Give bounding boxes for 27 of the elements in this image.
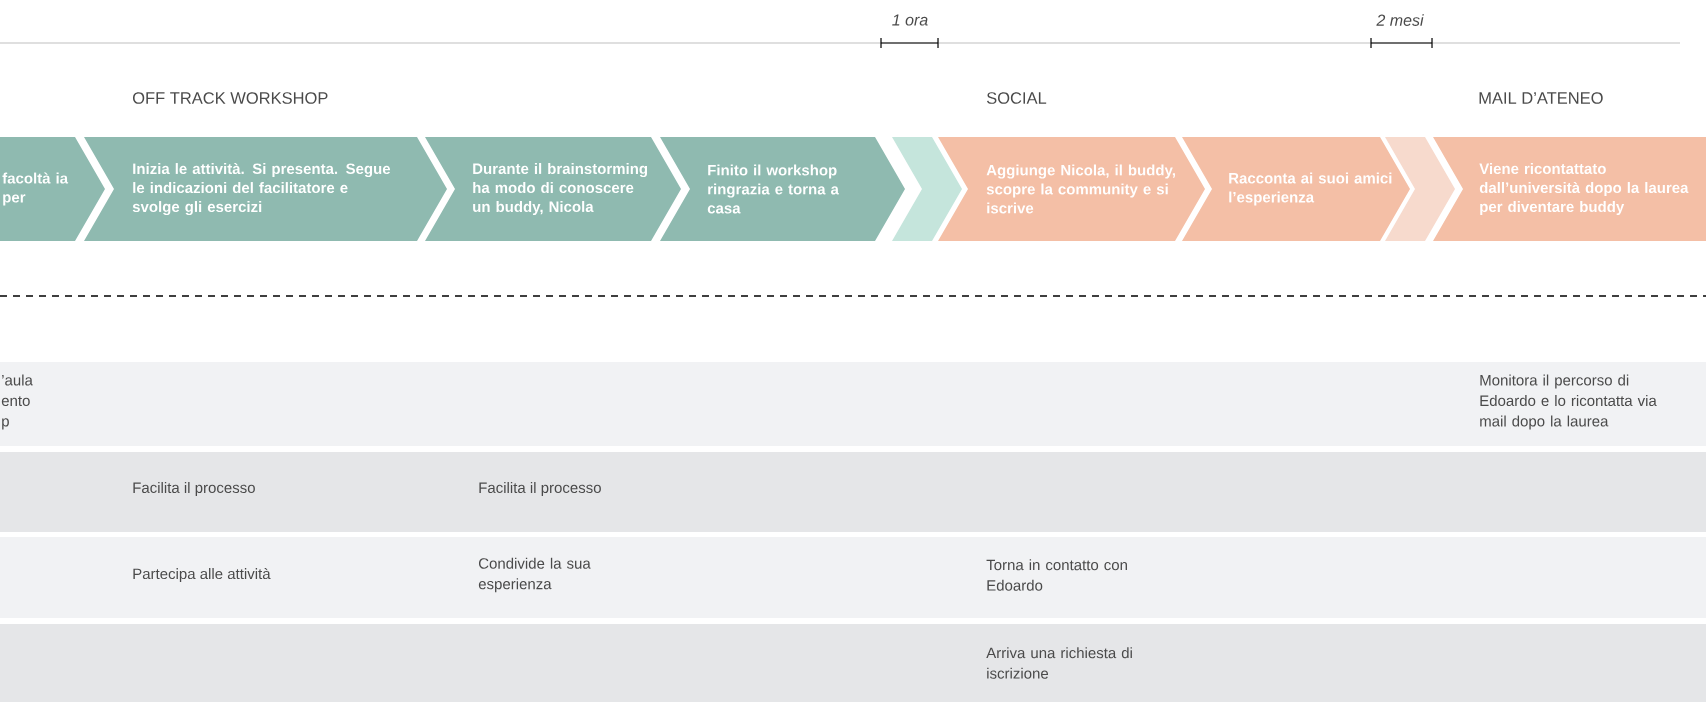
lane-text: Facilita il processo: [133, 482, 255, 496]
duration-label: 1 ora: [892, 14, 928, 26]
node-label: Durante il brainstorming ha modo di conoscere un buddy, Nicola: [473, 163, 648, 215]
chevron-step: Durante il brainstorming ha modo di conoscere un buddy, Nicola: [425, 137, 681, 241]
stage-heading: OFF TRACK WORKSHOP: [133, 92, 328, 104]
lane-text: ’aula ento p: [1, 374, 33, 430]
node-label: facoltà ia per: [2, 172, 69, 206]
chevron-step: Racconta ai suoi amici l’esperienza: [1182, 137, 1410, 241]
stage-heading: MAIL D’ATENEO: [1479, 92, 1603, 104]
lane-text: Torna in contatto con Edoardo: [986, 559, 1127, 591]
lane-text: Monitora il percorso di Edoardo e lo ricontatta via mail dopo la laurea: [1480, 374, 1657, 430]
chevron-step: facoltà ia per: [0, 137, 105, 241]
chevron-step: Viene ricontattato dall’università dopo la laurea per diventare buddy: [1433, 137, 1706, 241]
chevron-step: Aggiunge Nicola, il buddy, scopre la community e si iscrive: [938, 137, 1205, 241]
chevron-step: [892, 137, 962, 241]
duration-label: 2 mesi: [1376, 14, 1424, 26]
node-label: Aggiunge Nicola, il buddy, scopre la community e si iscrive: [986, 164, 1175, 214]
lane-text: Arriva una richiesta di iscrizione: [986, 647, 1132, 679]
node-label: Inizia le attività. Si presenta. Segue le indicazioni del facilitatore e svolge gli esercizi: [132, 162, 391, 216]
chevron-step: Finito il workshop ringrazia e torna a casa: [660, 137, 905, 241]
lane-text: Facilita il processo: [479, 482, 601, 496]
node-label: Finito il workshop ringrazia e torna a casa: [707, 164, 839, 214]
lane-text: Condivide la sua esperienza: [478, 557, 591, 593]
node-label: Racconta ai suoi amici l’esperienza: [1229, 172, 1392, 206]
stage-heading: SOCIAL: [986, 92, 1047, 104]
lane-text: Partecipa alle attività: [133, 567, 271, 583]
chevron-step: Inizia le attività. Si presenta. Segue le indicazioni del facilitatore e svolge gli esercizi: [84, 137, 447, 241]
